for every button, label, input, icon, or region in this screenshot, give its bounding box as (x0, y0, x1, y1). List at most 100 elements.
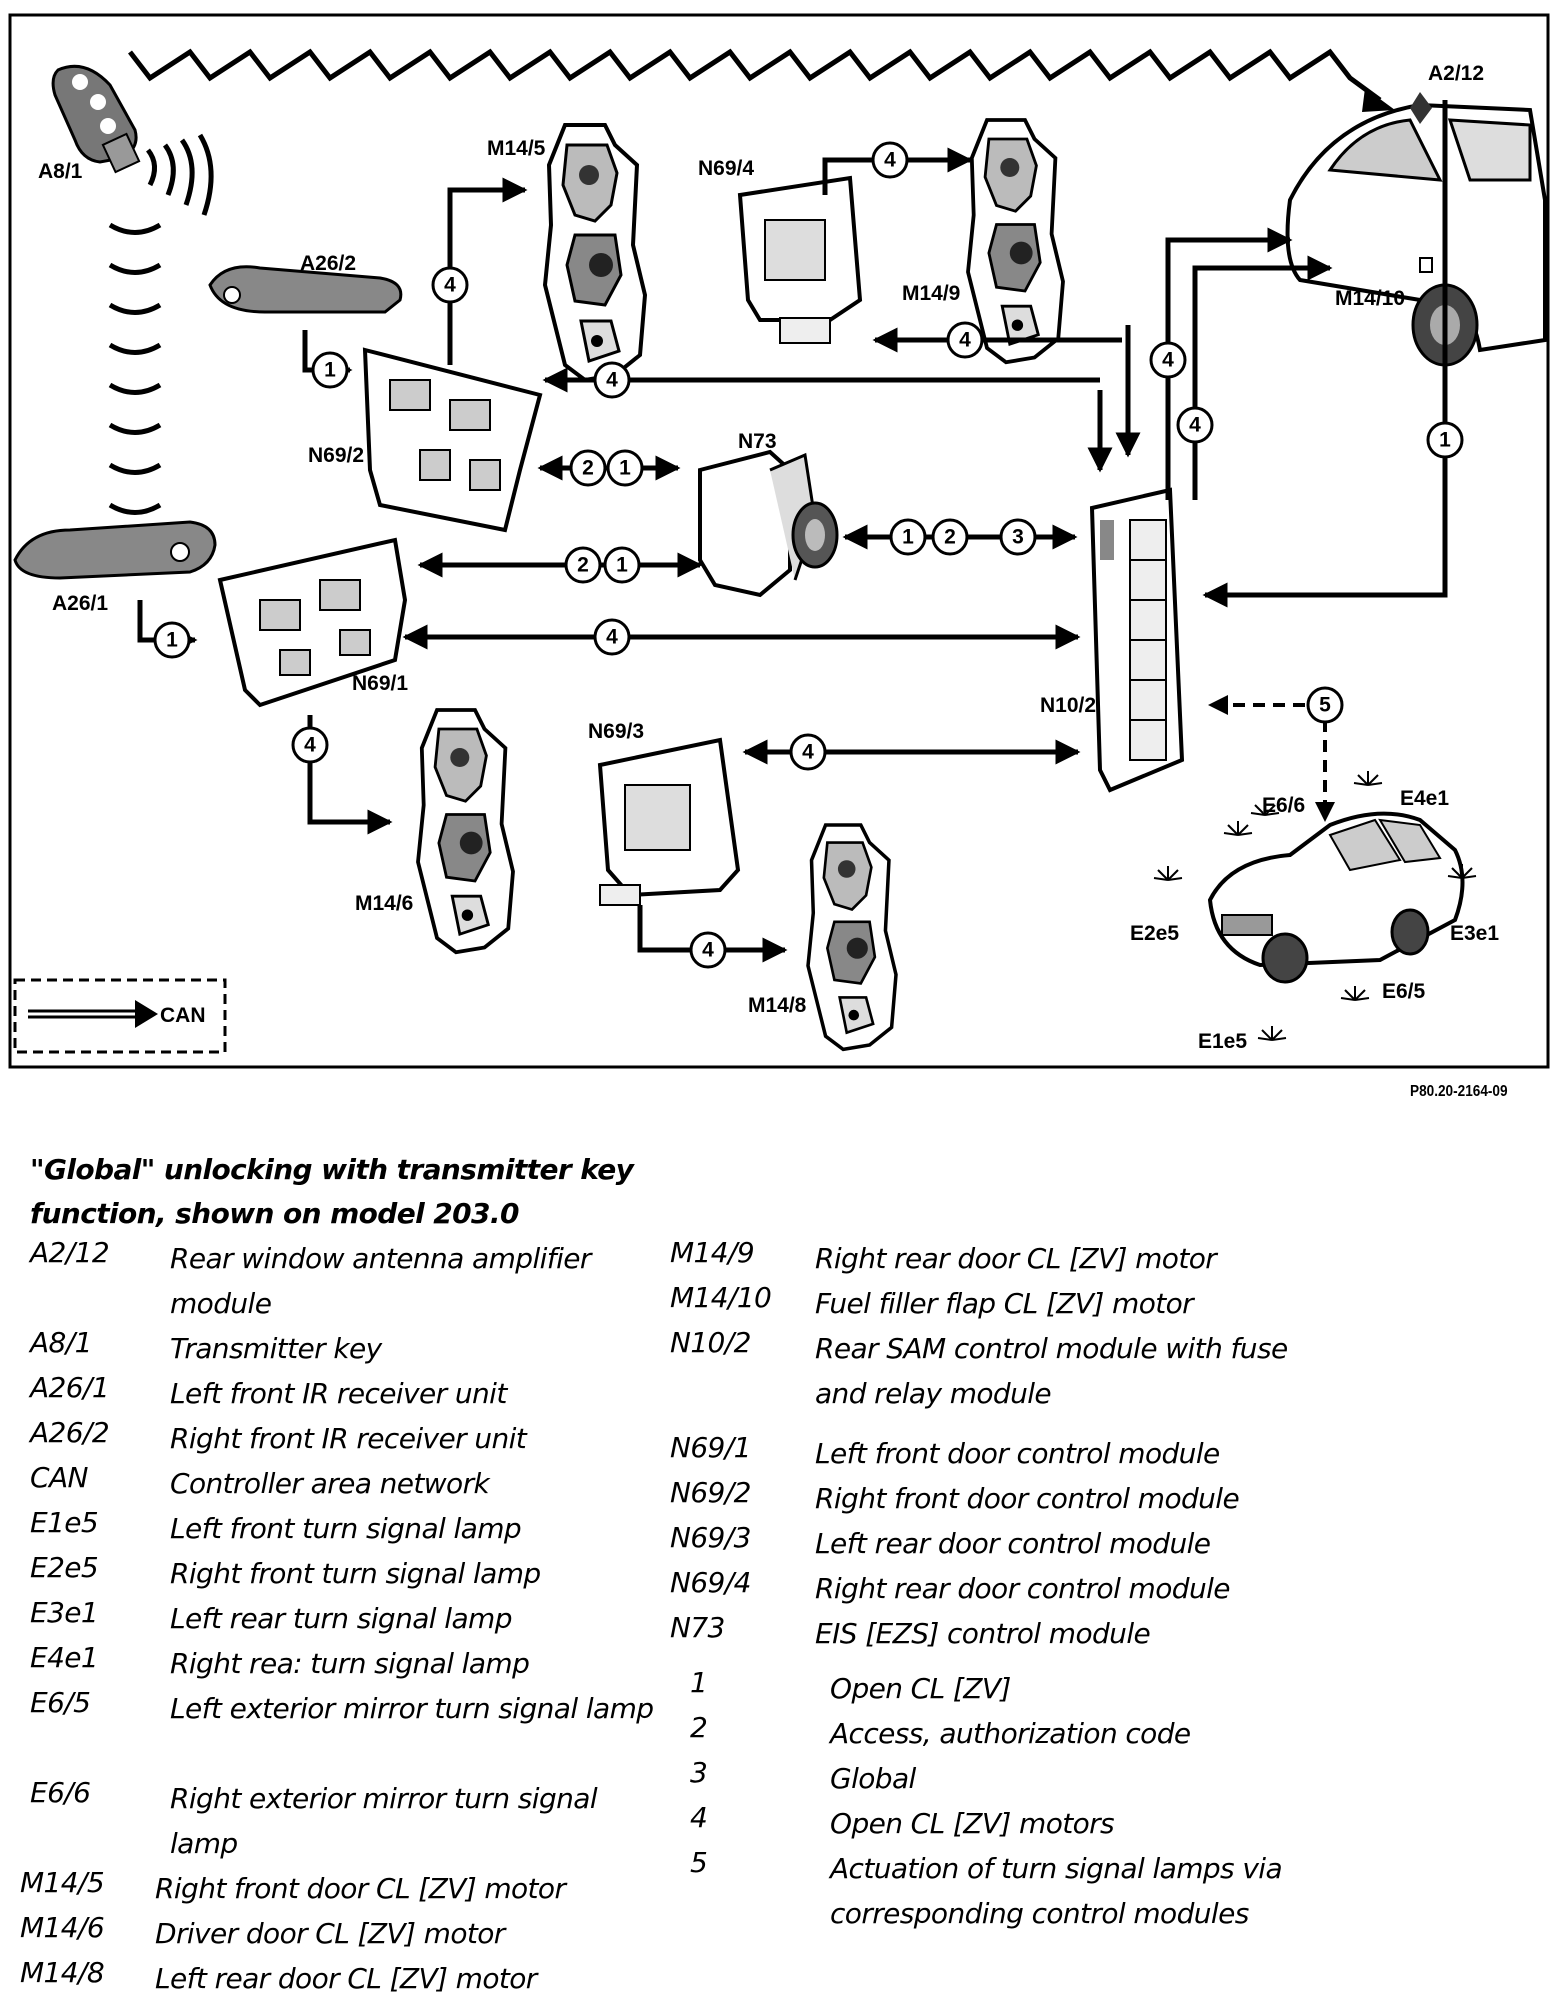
legend-desc: Global (830, 1762, 916, 1795)
svg-text:4: 4 (304, 734, 316, 757)
label-m14-6: M14/6 (355, 892, 413, 915)
legend-desc: Transmitter key (170, 1332, 382, 1365)
svg-text:4: 4 (959, 329, 971, 352)
legend-code: M14/10 (670, 1281, 772, 1314)
circle-num-4-n69-2-bus: 4 (593, 361, 631, 399)
legend-desc: Left front turn signal lamp (170, 1512, 522, 1545)
circle-num-4-n69-3: 4 (789, 733, 827, 771)
svg-text:1: 1 (619, 457, 631, 480)
legend-code: N69/1 (670, 1431, 751, 1464)
circle-num-1-n73-top: 1 (606, 449, 644, 487)
legend-desc: Open CL [ZV] (830, 1672, 1011, 1705)
n73-eis-module-icon (698, 449, 839, 598)
legend-code: E6/6 (30, 1776, 91, 1809)
legend-code: E1e5 (30, 1506, 99, 1539)
circle-num-4-n69-1-bus: 4 (593, 618, 631, 656)
circle-num-1-a26-2: 1 (311, 351, 349, 389)
legend-desc: Left front door control module (815, 1437, 1220, 1470)
legend-code: E6/5 (30, 1686, 91, 1719)
legend-desc: Controller area network (170, 1467, 490, 1500)
label-e1e5: E1e5 (1198, 1030, 1247, 1053)
label-m14-9: M14/9 (902, 282, 960, 305)
circle-num-4-m14-10-b: 4 (1176, 406, 1214, 444)
legend-code: M14/9 (670, 1236, 755, 1269)
circle-num-2-n10: 2 (931, 518, 969, 556)
label-n69-1: N69/1 (352, 672, 408, 695)
svg-text:5: 5 (1319, 694, 1331, 717)
turn-signal-dashed-lines (1208, 695, 1335, 822)
label-e4e1: E4e1 (1400, 787, 1449, 810)
label-n69-4: N69/4 (698, 157, 754, 180)
svg-text:4: 4 (606, 626, 618, 649)
legend-code: A26/1 (30, 1371, 110, 1404)
legend-code: A26/2 (30, 1416, 110, 1449)
legend-desc: Actuation of turn signal lamps via corre… (830, 1852, 1283, 1930)
legend-code: A2/12 (30, 1236, 110, 1269)
n69-1-module-icon (217, 537, 408, 708)
svg-text:4: 4 (884, 149, 896, 172)
label-e6-6: E6/6 (1262, 794, 1305, 817)
label-a2-12: A2/12 (1428, 62, 1484, 85)
circle-num-4-m14-8: 4 (689, 931, 727, 969)
circle-num-4-n69-2: 4 (431, 266, 469, 304)
legend-code: 4 (690, 1801, 708, 1834)
legend-desc: Access, authorization code (830, 1717, 1191, 1750)
legend-desc: Right front turn signal lamp (170, 1557, 541, 1590)
circle-num-1-a26-1: 1 (153, 621, 191, 659)
legend-desc: Driver door CL [ZV] motor (155, 1917, 505, 1950)
svg-text:1: 1 (902, 526, 914, 549)
circle-num-3-n10: 3 (999, 518, 1037, 556)
legend-desc: Right front door control module (815, 1482, 1240, 1515)
svg-text:2: 2 (944, 526, 956, 549)
n69-2-module-icon (362, 347, 543, 533)
n10-2-sam-module-icon (1089, 487, 1185, 793)
circle-num-4-m14-6: 4 (291, 726, 329, 764)
legend-desc: Right front IR receiver unit (170, 1422, 527, 1455)
legend-code: E3e1 (30, 1596, 99, 1629)
m14-9-lock-motor-icon (966, 118, 1065, 365)
label-n69-3: N69/3 (588, 720, 644, 743)
legend-desc: Right front door CL [ZV] motor (155, 1872, 566, 1905)
svg-text:1: 1 (324, 359, 336, 382)
legend-desc: Left rear door control module (815, 1527, 1211, 1560)
legend-code: N10/2 (670, 1326, 751, 1359)
label-e2e5: E2e5 (1130, 922, 1179, 945)
legend-code: M14/5 (20, 1866, 105, 1899)
circle-num-5: 5 (1306, 686, 1344, 724)
legend-desc: Right rear door CL [ZV] motor (815, 1242, 1217, 1275)
right-front-ir-receiver-icon (208, 265, 403, 314)
legend-code: 1 (690, 1666, 708, 1699)
legend-code: N69/4 (670, 1566, 751, 1599)
circle-num-1-n10: 1 (889, 518, 927, 556)
label-a26-1: A26/1 (52, 592, 108, 615)
ir-beam-zigzag (128, 48, 1382, 103)
circle-num-1-a2-12: 1 (1426, 421, 1464, 459)
circle-num-4-m14-10-a: 4 (1149, 341, 1187, 379)
legend-code: N73 (670, 1611, 725, 1644)
legend-desc: Open CL [ZV] motors (830, 1807, 1115, 1840)
svg-text:4: 4 (802, 741, 814, 764)
legend-desc: Right rear door control module (815, 1572, 1231, 1605)
label-a26-2: A26/2 (300, 252, 356, 275)
legend-code: 3 (690, 1756, 708, 1789)
legend-desc: Left rear door CL [ZV] motor (155, 1962, 537, 1995)
label-n69-2: N69/2 (308, 444, 364, 467)
legend-code: N69/2 (670, 1476, 751, 1509)
legend-code: E2e5 (30, 1551, 99, 1584)
svg-text:1: 1 (616, 554, 628, 577)
n69-3-module-icon (597, 737, 741, 906)
figure-reference: P80.20-2164-09 (1410, 1083, 1508, 1100)
circled-numbers: 1 4 4 4 4 2 1 1 2 3 2 1 4 1 4 4 4 4 4 1 … (153, 141, 1464, 969)
circle-num-4-m14-9: 4 (946, 321, 984, 359)
svg-text:2: 2 (582, 457, 594, 480)
legend-desc: Fuel filler flap CL [ZV] motor (815, 1287, 1194, 1320)
transmitter-key-icon (51, 64, 141, 174)
svg-text:2: 2 (577, 554, 589, 577)
svg-text:4: 4 (1162, 349, 1174, 372)
svg-text:4: 4 (444, 274, 456, 297)
svg-text:1: 1 (166, 629, 178, 652)
legend-desc: Right exterior mirror turn signal lamp (170, 1782, 598, 1860)
svg-text:4: 4 (606, 369, 618, 392)
front-car-icon (1207, 811, 1465, 984)
circle-num-2-n69-1: 2 (564, 546, 602, 584)
